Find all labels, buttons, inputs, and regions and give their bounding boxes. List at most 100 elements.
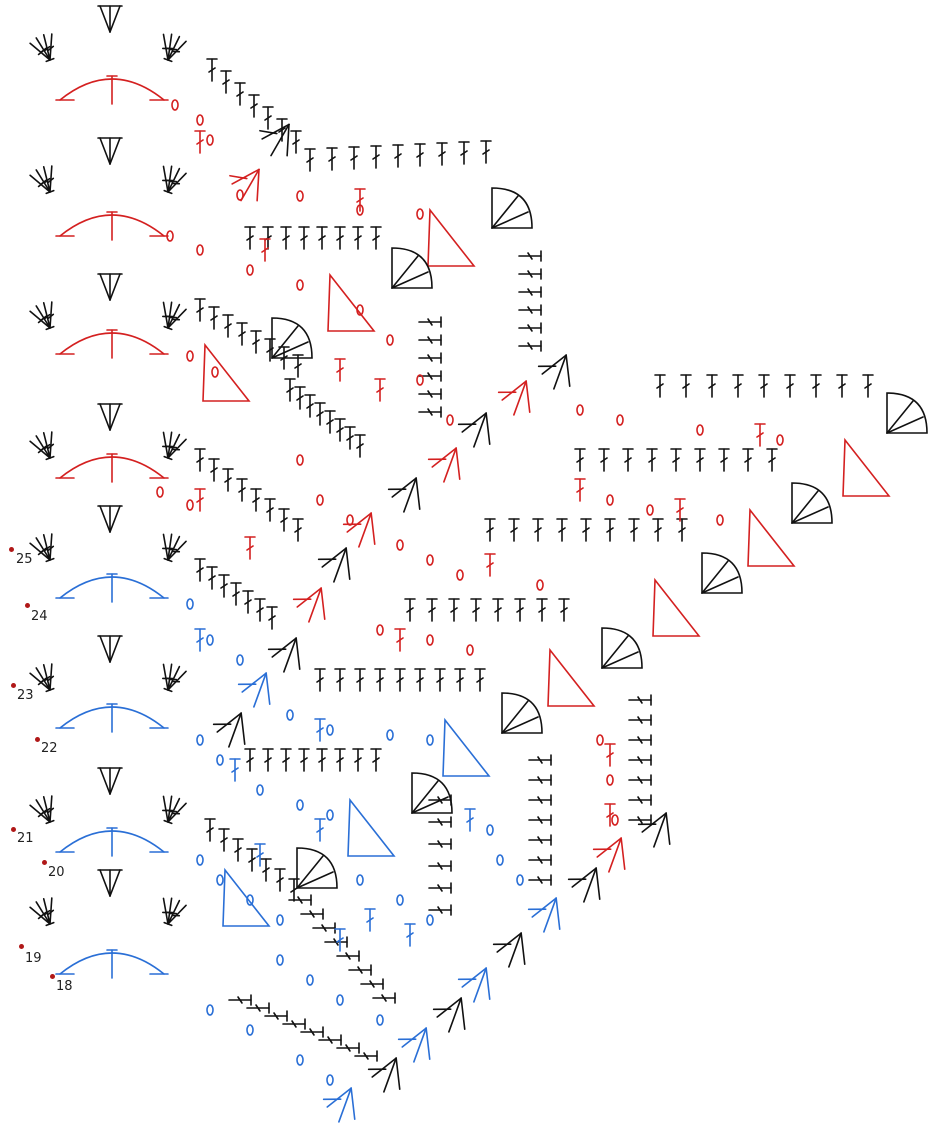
double-crochet-symbol [205,819,215,841]
double-crochet-symbol [437,143,447,165]
double-crochet-symbol [361,979,383,989]
chain-symbol [397,895,403,905]
corner-post-2 [792,507,828,523]
double-crochet-symbol [235,83,245,105]
double-crochet-symbol [653,519,663,541]
double-crochet-symbol [221,71,231,93]
chain-symbol [577,405,583,415]
double-crochet-symbol [837,375,847,397]
shell-fan-symbol [156,895,187,927]
chain-symbol [427,555,433,565]
shell-fan-symbol [29,896,60,928]
row-label-21: 21 [17,831,34,846]
double-crochet-symbol [317,227,327,249]
row-marker-23 [11,683,16,688]
triangle-outline [653,580,699,636]
double-crochet-symbol [393,145,403,167]
row-label-25: 25 [16,552,33,567]
shell-fan-symbol [29,794,60,826]
double-crochet-symbol [335,359,345,381]
double-crochet-symbol [325,937,347,947]
chain-oval [307,975,313,985]
cluster-left [100,506,110,532]
double-crochet-symbol [671,449,681,471]
triangle-symbol [748,510,794,566]
row-marker-25 [9,547,14,552]
chain-symbol [607,495,613,505]
chain-oval [467,645,473,655]
chain-arch-symbol [56,950,168,978]
double-crochet-symbol [719,449,729,471]
double-crochet-symbol [267,607,277,629]
corner-fan-symbol [272,318,312,358]
double-crochet-symbol [509,519,519,541]
double-crochet-symbol [245,227,255,249]
cluster-left [100,404,110,430]
double-crochet-symbol [230,759,240,781]
double-crochet-symbol [289,895,311,905]
chain-oval [617,415,623,425]
row-label-18: 18 [56,979,73,994]
chain-oval [172,100,178,110]
double-crochet-symbol [515,599,525,621]
row-marker-18 [50,974,55,979]
treble-cluster-symbol [363,1051,409,1097]
double-crochet-symbol [529,755,551,765]
double-crochet-symbol [427,599,437,621]
double-crochet-symbol [245,749,255,771]
v-cluster-symbol [98,506,122,532]
double-crochet-symbol [195,299,205,321]
double-crochet-symbol [371,749,381,771]
chain-symbol [197,855,203,865]
chain-oval [427,915,433,925]
chain-arch-symbol [56,330,168,358]
chain-symbol [327,810,333,820]
double-crochet-symbol [537,599,547,621]
chain-symbol [697,425,703,435]
chain-symbol [397,540,403,550]
cluster-right [110,768,120,794]
chain-oval [357,875,363,885]
double-crochet-symbol [519,251,541,261]
double-crochet-symbol [285,379,295,401]
chain-symbol [517,875,523,885]
row-marker-24 [25,603,30,608]
chain-oval [577,405,583,415]
double-crochet-symbol [373,993,395,1003]
chain-oval [197,855,203,865]
corner-post-1 [887,401,913,433]
double-crochet-symbol [681,375,691,397]
double-crochet-symbol [405,924,415,946]
cluster-left [100,870,110,896]
chain-oval [327,725,333,735]
chain-oval [697,425,703,435]
chain-oval [297,191,303,201]
chain-oval [327,1075,333,1085]
shell-fan-symbol [156,31,187,63]
shell-fan-symbol [29,430,60,462]
double-crochet-symbol [265,499,275,521]
double-crochet-symbol [349,965,371,975]
chain-symbol [307,975,313,985]
shell-fan-symbol [156,531,187,563]
chain-oval [217,755,223,765]
double-crochet-symbol [533,519,543,541]
chain-oval [487,825,493,835]
chain-symbol [427,915,433,925]
double-crochet-symbol [281,227,291,249]
double-crochet-symbol [229,995,251,1005]
chain-symbol [187,351,193,361]
chain-oval [297,1055,303,1065]
corner-fan-symbol [297,848,337,888]
corner-post-2 [887,417,923,433]
double-crochet-symbol [605,519,615,541]
double-crochet-symbol [529,815,551,825]
double-crochet-symbol [349,147,359,169]
corner-outline [392,248,432,288]
chain-arch-symbol [56,704,168,732]
double-crochet-symbol [519,287,541,297]
triangle-outline [223,870,269,926]
chain-oval [427,555,433,565]
double-crochet-symbol [629,755,651,765]
chain-symbol [257,785,263,795]
